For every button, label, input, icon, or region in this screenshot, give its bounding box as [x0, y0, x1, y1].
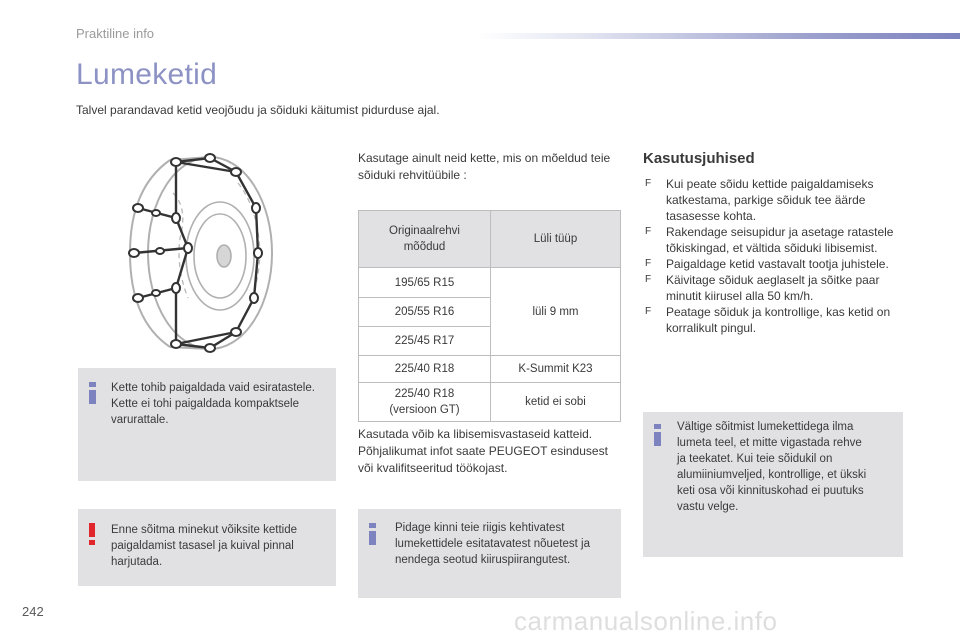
footer-line: Põhjalikumat infot saate PEUGEOT esindus…: [358, 444, 608, 458]
footer-line: Kasutada võib ka libisemisvastaseid katt…: [358, 427, 593, 441]
intro-text: Talvel parandavad ketid veojõudu ja sõid…: [76, 103, 440, 117]
cell-tyre-size: 225/40 R18 (versioon GT): [358, 382, 491, 422]
note-line: Enne sõitma minekut võiksite kettide: [111, 524, 298, 536]
list-item: F Käivitage sõiduk aeglaselt ja sõitke p…: [645, 273, 880, 303]
note-line: Pidage kinni teie riigis kehtivatest: [395, 522, 565, 534]
note-line: Kette ei tohi paigaldada kompaktsele: [111, 398, 299, 410]
rim: [185, 201, 255, 311]
cell-tyre-size: 225/45 R17: [358, 326, 491, 356]
chain-links: [133, 156, 260, 350]
list-item: F Kui peate sõidu kettide paigaldamiseks…: [645, 177, 874, 223]
page-number: 242: [22, 604, 44, 619]
list-item: F Peatage sõiduk ja kontrollige, kas ket…: [645, 305, 891, 335]
note-line: alumiiniumveljed, kontrollige, et ükski: [677, 469, 867, 481]
anti-slip-note: Kasutada võib ka libisemisvastaseid katt…: [358, 426, 608, 477]
header-link-type: Lüli tüüp: [490, 210, 621, 268]
tyre-chain-table: Originaalrehvi mõõdud Lüli tüüp 195/65 R…: [358, 210, 621, 422]
chain-link-nodes: [128, 153, 263, 353]
cell-link-type: K-Summit K23: [490, 355, 621, 383]
note-line: vastu velge.: [677, 501, 739, 513]
cell-link-type: lüli 9 mm: [490, 267, 621, 356]
note-line: Kette tohib paigaldada vaid esiratastele…: [111, 382, 315, 394]
table-row: 225/40 R18 (versioon GT) ketid ei sobi: [358, 382, 621, 422]
snow-chain-tyre-illustration: [128, 153, 273, 353]
note-line: keti osa või kinnituskohad ei puutuks: [677, 485, 864, 497]
section-label: Praktiline info: [76, 26, 155, 41]
checkbox-bullet-icon: F: [645, 306, 652, 317]
header-gradient-bar: [478, 33, 960, 39]
note-line: varurattale.: [111, 414, 169, 426]
intro-line: Kasutage ainult neid kette, mis on mõeld…: [358, 151, 611, 165]
table-row: 225/40 R18 K-Summit K23: [358, 355, 621, 383]
checkbox-bullet-icon: F: [645, 258, 652, 269]
chain-type-intro: Kasutage ainult neid kette, mis on mõeld…: [358, 150, 610, 184]
page-title: Lumeketid: [76, 58, 218, 91]
usage-steps-list: F Kui peate sõidu kettide paigaldamiseks…: [643, 176, 908, 336]
table-header-row: Originaalrehvi mõõdud Lüli tüüp: [358, 210, 621, 268]
note-line: ja teekatet. Kui teie sõidukil on: [677, 453, 833, 465]
watermark: carmanualsonline.info: [514, 606, 778, 636]
note-regulations: Pidage kinni teie riigis kehtivatest lum…: [358, 509, 621, 598]
checkbox-bullet-icon: F: [645, 178, 652, 189]
note-line: paigaldamist tasasel ja kuival pinnal: [111, 540, 294, 552]
usage-instructions-title: Kasutusjuhised: [643, 150, 755, 167]
warning-practice-fitting: Enne sõitma minekut võiksite kettide pai…: [78, 509, 336, 586]
note-line: Vältige sõitmist lumekettidega ilma: [677, 421, 854, 433]
note-avoid-snowless-roads: Vältige sõitmist lumekettidega ilma lume…: [643, 412, 903, 557]
checkbox-bullet-icon: F: [645, 274, 652, 285]
note-front-wheels-only: Kette tohib paigaldada vaid esiratastele…: [78, 368, 336, 481]
tyre-outline: [128, 156, 273, 350]
note-line: lumekettidele esitatavatest nõuetest ja: [395, 538, 590, 550]
cell-tyre-size: 195/65 R15: [358, 267, 491, 298]
list-item: F Rakendage seisupidur ja asetage ratast…: [645, 225, 894, 255]
footer-line: või kvalifitseeritud töökojast.: [358, 461, 508, 475]
note-line: lumeta teel, et mitte vigastada rehve: [677, 437, 862, 449]
intro-line: sõiduki rehvitüübile :: [358, 168, 467, 182]
note-line: harjutada.: [111, 556, 163, 568]
cell-tyre-size: 225/40 R18: [358, 355, 491, 383]
checkbox-bullet-icon: F: [645, 226, 652, 237]
header-tyre-size: Originaalrehvi mõõdud: [358, 210, 491, 268]
list-item: F Paigaldage ketid vastavalt tootja juhi…: [645, 257, 889, 271]
note-line: nendega seotud kiiruspiirangutest.: [395, 554, 571, 566]
table-row: 195/65 R15 lüli 9 mm: [358, 267, 621, 356]
cell-link-type: ketid ei sobi: [490, 382, 621, 422]
cell-tyre-size: 205/55 R16: [358, 297, 491, 327]
